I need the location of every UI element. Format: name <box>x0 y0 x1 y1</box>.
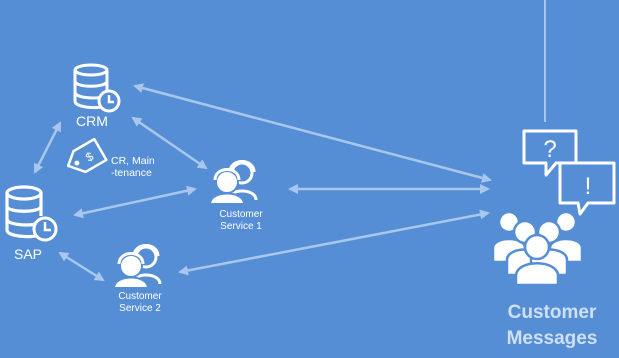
arrow-crm-customers <box>133 83 492 183</box>
cs1-label-line1: Customer <box>219 209 263 220</box>
crm-database-icon <box>73 63 121 113</box>
arrow-sap-cs1 <box>73 185 197 219</box>
cs2-label-line2: Service 2 <box>119 302 161 314</box>
cs1-label: Customer Service 1 <box>211 209 271 232</box>
cs2-headset-agents-icon <box>112 244 162 289</box>
arrow-crm-sap <box>33 121 62 174</box>
customer-messages-line2: Messages <box>506 327 598 349</box>
cs1-headset-agents-icon <box>208 160 258 205</box>
price-tag-icon: $ <box>66 137 108 174</box>
sap-database-icon <box>5 185 58 242</box>
customer-group-icon <box>491 210 584 287</box>
customer-messages-label: Customer Messages <box>487 300 617 351</box>
crm-label: CRM <box>76 113 108 129</box>
tag-label: CR, Main -tenance <box>111 155 155 179</box>
cs2-label-line1: Customer <box>118 291 162 302</box>
cs1-label-line2: Service 1 <box>220 220 262 232</box>
tag-label-line1: CR, Main <box>111 155 155 167</box>
customer-messages-line1: Customer <box>507 302 597 323</box>
exclamation-bubble-icon: ! <box>558 161 616 216</box>
sap-label: SAP <box>14 246 43 262</box>
question-bubble-icon: ? <box>522 129 578 177</box>
tag-label-line2: -tenance <box>111 167 152 180</box>
arrow-cs2-customers <box>178 209 490 276</box>
svg-text:$: $ <box>83 149 96 165</box>
cs2-label: Customer Service 2 <box>110 291 170 314</box>
connection-arrows <box>33 83 492 282</box>
arrow-sap-cs2 <box>58 251 105 282</box>
arrow-crm-cs1 <box>131 116 208 170</box>
svg-text:!: ! <box>585 173 592 200</box>
svg-text:?: ? <box>543 136 556 163</box>
